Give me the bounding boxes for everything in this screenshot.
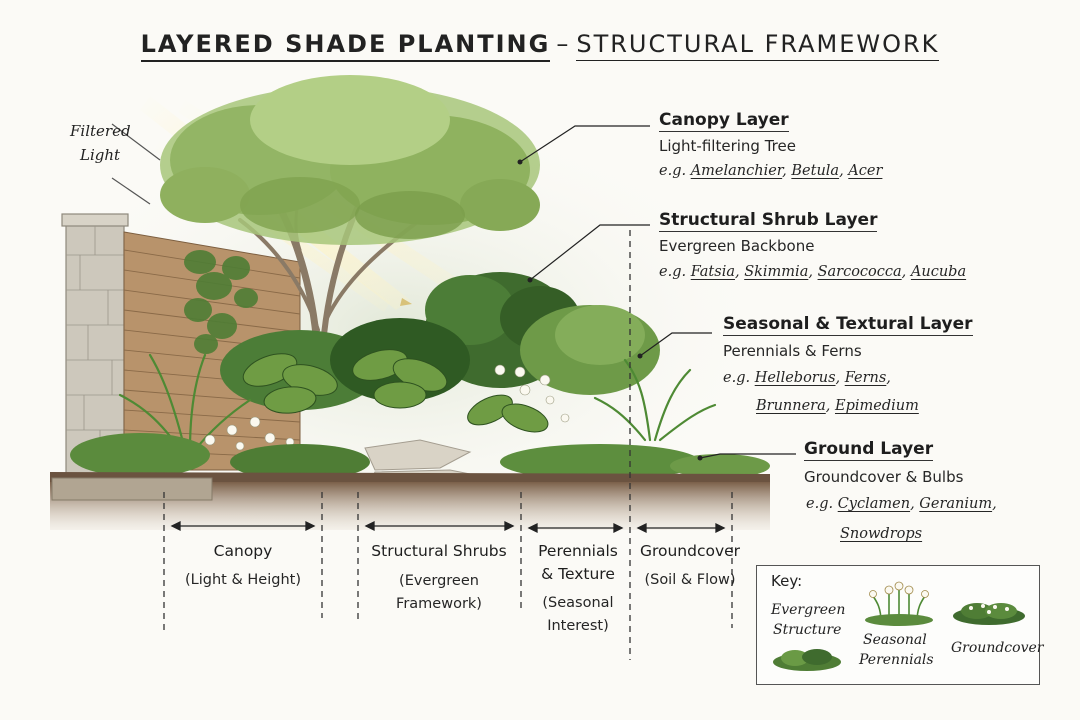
zone-perennials-detail-line1: (Seasonal	[542, 595, 614, 611]
zone-structural-shrubs-name: Structural Shrubs	[371, 542, 507, 560]
hosta-leaves	[242, 349, 549, 433]
eg-prefix: e.g.	[659, 264, 687, 280]
example-plant: Acer	[848, 163, 883, 179]
groundcover-icon	[953, 603, 1025, 625]
evergreen-shrub-icon	[773, 649, 841, 671]
zone-groundcover-detail: (Soil & Flow)	[644, 572, 736, 588]
eg-prefix: e.g.	[659, 163, 687, 179]
key-title: Key:	[771, 572, 803, 590]
seasonal-layer-subtitle: Perennials & Ferns	[723, 342, 862, 360]
example-plant: Epimedium	[834, 398, 919, 414]
example-plant: Skimmia	[744, 264, 809, 280]
key-evergreen-label-line1: Evergreen	[771, 602, 846, 618]
canopy-layer-subtitle: Light-filtering Tree	[659, 137, 796, 155]
zone-dimension-lines	[163, 230, 733, 660]
structural-shrub-layer-examples: e.g. Fatsia, Skimmia, Sarcococca, Aucuba	[659, 264, 967, 280]
filtered-light-label-line1: Filtered	[70, 122, 131, 140]
example-plant: Amelanchier	[690, 163, 783, 179]
page-title: LAYERED SHADE PLANTING–STRUCTURAL FRAMEW…	[0, 30, 1080, 62]
zone-span-arrows	[170, 520, 726, 534]
title-sub: STRUCTURAL FRAMEWORK	[576, 30, 940, 61]
ground-layer-examples-line1: e.g. Cyclamen, Geranium,	[806, 496, 997, 512]
example-plant: Aucuba	[910, 264, 967, 280]
title-separator: –	[556, 30, 571, 58]
title-main: LAYERED SHADE PLANTING	[140, 30, 551, 62]
leader-dots	[517, 159, 703, 461]
structural-shrub-layer-heading: Structural Shrub Layer	[659, 210, 878, 232]
example-plant: Sarcococca	[817, 264, 902, 280]
eg-prefix: e.g.	[806, 496, 834, 512]
example-plant: Cyclamen	[837, 496, 911, 512]
soil-profile	[50, 472, 770, 530]
seasonal-layer-examples-line2: Brunnera, Epimedium	[756, 398, 919, 414]
example-plant: Helleborus	[754, 370, 836, 386]
zone-perennials-name-line1: Perennials	[538, 542, 618, 560]
zone-perennials-detail-line2: Interest)	[547, 618, 609, 634]
ground-layer-heading: Ground Layer	[804, 439, 934, 461]
structural-shrub-layer-subtitle: Evergreen Backbone	[659, 237, 815, 255]
leader-lines	[519, 125, 796, 459]
key-seasonal-label-line2: Perennials	[859, 652, 934, 668]
zone-perennials-name-line2: & Texture	[541, 565, 615, 583]
zone-canopy-detail: (Light & Height)	[185, 572, 301, 588]
zone-groundcover-name: Groundcover	[639, 542, 741, 560]
canopy-layer-examples: e.g. Amelanchier, Betula, Acer	[659, 163, 883, 179]
tree-canopy	[160, 75, 540, 245]
eg-prefix: e.g.	[723, 370, 751, 386]
example-plant: Geranium	[919, 496, 993, 512]
ground-layer-examples-line2: Snowdrops	[840, 526, 922, 542]
example-plant: Fatsia	[690, 264, 735, 280]
example-plant: Brunnera	[756, 398, 826, 414]
filtered-light-label-line2: Light	[80, 146, 121, 164]
ground-layer-subtitle: Groundcover & Bulbs	[804, 468, 964, 486]
key-seasonal-label-line1: Seasonal	[863, 632, 927, 648]
key-evergreen-label-line2: Structure	[773, 622, 842, 638]
zone-structural-shrubs-detail-line2: Framework)	[396, 596, 482, 612]
flowering-perennial-icon	[865, 581, 933, 626]
ferns	[118, 353, 717, 452]
canopy-layer-heading: Canopy Layer	[659, 110, 789, 132]
seasonal-layer-heading: Seasonal & Textural Layer	[723, 314, 973, 336]
zone-structural-shrubs-detail-line1: (Evergreen	[399, 573, 479, 589]
example-plant: Snowdrops	[840, 526, 923, 542]
seasonal-layer-examples-line1: e.g. Helleborus, Ferns,	[723, 370, 891, 386]
groundcover-mass	[70, 433, 770, 480]
light-arrows	[111, 123, 161, 205]
example-plant: Ferns	[844, 370, 887, 386]
example-plant: Betula	[791, 163, 840, 179]
zone-canopy-name: Canopy	[213, 542, 273, 560]
climbing-ivy	[184, 250, 258, 354]
legend-key-box: Key: Evergreen Structure Seasonal Perenn…	[756, 565, 1044, 685]
key-groundcover-label: Groundcover	[951, 640, 1044, 656]
